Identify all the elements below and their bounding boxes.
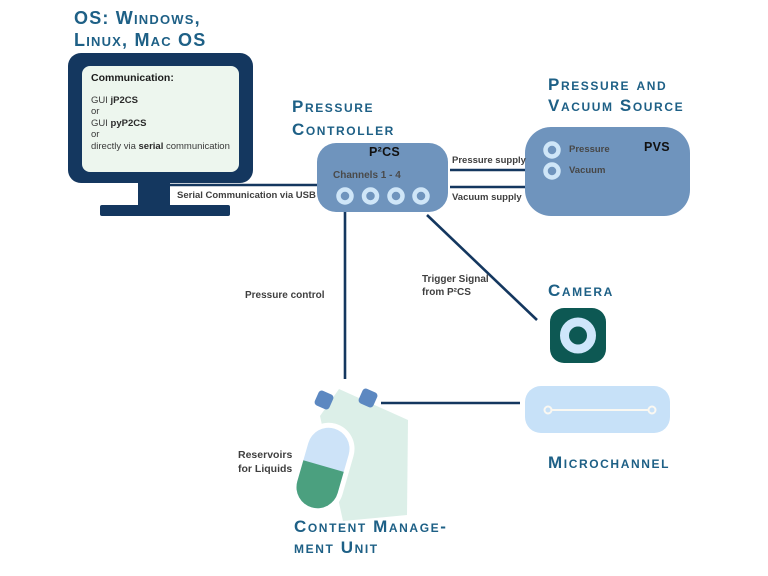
- pvs-box: [525, 127, 690, 216]
- microchannel-title: Microchannel: [548, 453, 671, 472]
- pvs-pressure-port: [543, 141, 561, 159]
- microchannel-outlet: [647, 405, 657, 415]
- os-title-line2: Linux, Mac OS: [74, 30, 207, 50]
- trigger-label-line2: from P²CS: [422, 287, 471, 298]
- cmu-title-line2: ment Unit: [294, 538, 379, 557]
- serial-post: communication: [163, 140, 230, 152]
- monitor-stand-base: [100, 205, 230, 216]
- camera-icon: [550, 308, 606, 363]
- vacuum-supply-label: Vacuum supply: [452, 192, 522, 203]
- screen-gui2-line: GUI pyP2CS: [91, 118, 236, 129]
- screen-text: GUI jP2CS or GUI pyP2CS or directly via …: [91, 95, 236, 152]
- reservoirs-label-line1: Reservoirs: [238, 449, 293, 461]
- serial-pre: directly via: [91, 140, 139, 152]
- pressure-control-label: Pressure control: [245, 290, 325, 301]
- pc-title-line1: Pressure: [292, 97, 375, 116]
- communication-heading: Communication:: [91, 72, 174, 84]
- cmu-title-line1: Content Manage-: [294, 517, 448, 536]
- gui1-name: jP2CS: [110, 95, 138, 106]
- microchannel-inlet: [543, 405, 553, 415]
- monitor-screen: [82, 66, 239, 172]
- pvs-vacuum-label: Vacuum: [569, 165, 606, 176]
- camera-title: Camera: [548, 281, 614, 300]
- channel-port-3: [387, 187, 405, 205]
- pvs-title: Pressure and Vacuum Source: [548, 74, 684, 116]
- os-title-line1: OS: Windows,: [74, 8, 201, 28]
- gui1-prefix: GUI: [91, 95, 111, 106]
- os-title: OS: Windows, Linux, Mac OS: [74, 7, 206, 51]
- reservoir-pill: [291, 422, 355, 514]
- pvs-title-line2: Vacuum Source: [548, 96, 685, 115]
- trigger-signal-label: Trigger Signal from P²CS: [422, 273, 489, 299]
- cmu-port-2: [358, 388, 378, 408]
- screen-gui1-line: GUI jP2CS: [91, 95, 236, 106]
- serial-usb-label: Serial Communication via USB: [177, 190, 316, 201]
- pvs-vacuum-port: [543, 162, 561, 180]
- channels-label: Channels 1 - 4: [333, 170, 401, 181]
- cmu-port-1: [314, 390, 334, 410]
- channel-port-1: [336, 187, 354, 205]
- screen-or1: or: [91, 106, 100, 118]
- channel-port-2: [361, 187, 380, 205]
- pvs-title-line1: Pressure and: [548, 75, 668, 94]
- screen-serial-line: directly via serial communication: [91, 141, 236, 152]
- cmu-title: Content Manage- ment Unit: [294, 516, 448, 558]
- screen-or2: or: [91, 129, 100, 141]
- channel-port-4: [412, 187, 430, 205]
- trigger-label-line1: Trigger Signal: [422, 274, 489, 285]
- monitor-stand-neck: [138, 180, 170, 208]
- pvs-device-label: PVS: [644, 140, 670, 154]
- serial-bold: serial: [138, 140, 164, 152]
- reservoirs-label-line2: for Liquids: [238, 463, 293, 475]
- trigger-signal-line: [426, 214, 538, 321]
- pressure-controller-title: Pressure Controller: [292, 95, 395, 141]
- reservoir-liquid: [296, 460, 344, 509]
- pc-title-line2: Controller: [292, 120, 395, 139]
- gui2-name: pyP2CS: [110, 117, 147, 129]
- gui2-prefix: GUI: [91, 117, 111, 129]
- camera-lens-icon: [560, 317, 596, 354]
- pressure-supply-label: Pressure supply: [452, 155, 526, 166]
- reservoirs-label: Reservoirs for Liquids: [238, 448, 292, 476]
- pvs-pressure-label: Pressure: [569, 144, 610, 155]
- p2cs-device-label: P²CS: [369, 145, 401, 159]
